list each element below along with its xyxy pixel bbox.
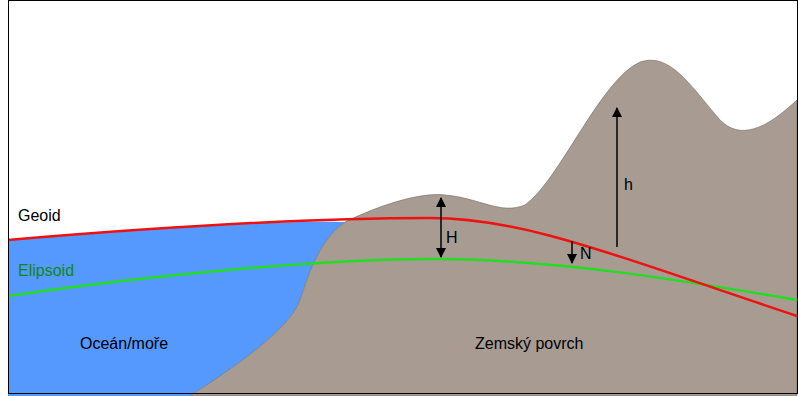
undulation-N-arrow	[571, 241, 573, 263]
height-h-arrow	[616, 108, 618, 247]
ellipsoid-line	[8, 259, 797, 300]
frame-border	[9, 1, 798, 394]
height-label: H	[446, 229, 458, 247]
height-H-arrow	[440, 198, 442, 257]
ocean-label: Oceán/moře	[80, 335, 168, 353]
ellipsoid-label: Elipsoid	[18, 262, 74, 280]
geoid-line	[8, 218, 797, 316]
land-label: Zemský povrch	[475, 335, 583, 353]
geoid-label: Geoid	[18, 207, 61, 225]
height-label: h	[624, 176, 633, 194]
undulation-label: N	[580, 245, 592, 263]
land-area	[190, 60, 797, 396]
